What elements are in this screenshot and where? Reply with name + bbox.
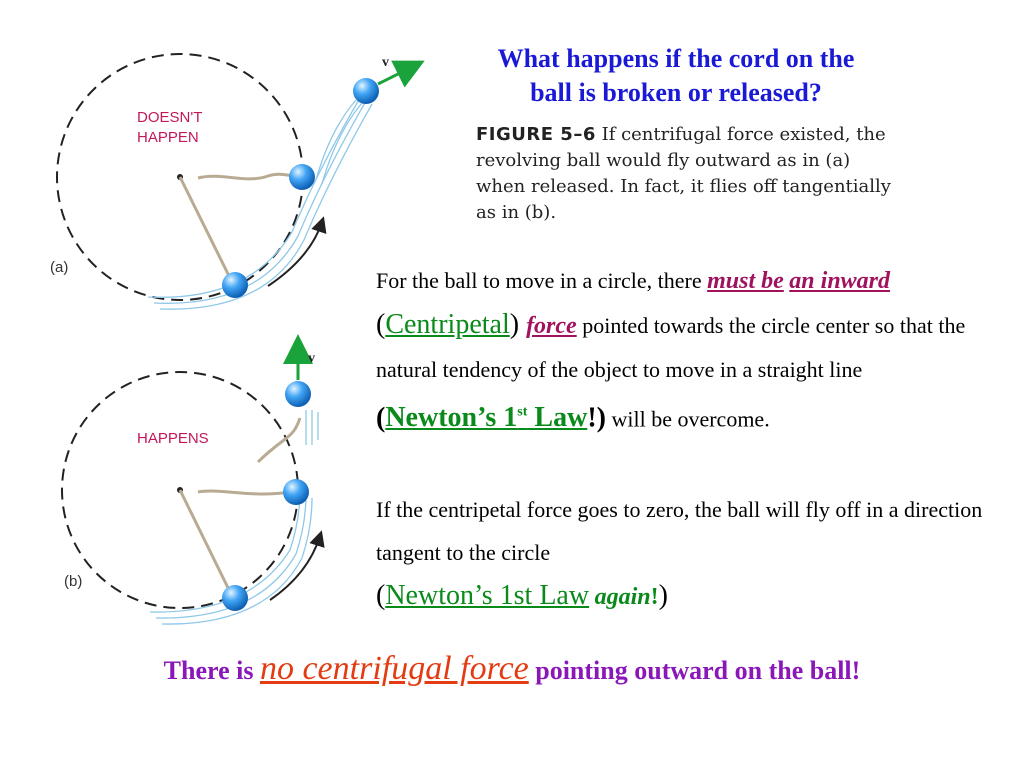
para1-text-1: For the ball to move in a circle, there xyxy=(376,268,708,293)
part-a-label: (a) xyxy=(50,259,68,276)
newton-first-law-2: Newton’s 1st Law xyxy=(385,580,590,611)
paren-close: ) xyxy=(509,309,527,340)
question-line-2: ball is broken or released? xyxy=(530,78,822,107)
zero-force-explanation: If the centripetal force goes to zero, t… xyxy=(376,488,996,619)
velocity-label-a: v⃗ xyxy=(382,55,400,70)
motion-lines-a xyxy=(147,97,373,310)
bottom-text-2: pointing outward on the ball! xyxy=(528,656,861,685)
ball-b-bottom xyxy=(222,585,248,611)
again-bang: ! xyxy=(650,584,659,610)
caption-text: If centrifugal force existed, the revolv… xyxy=(476,124,891,223)
no-centrifugal-emphasis: no centrifugal force xyxy=(259,650,529,687)
released-cord-b-2 xyxy=(256,417,302,464)
para2-close-paren: ) xyxy=(658,580,668,611)
released-cord-a xyxy=(197,172,297,181)
cord-a xyxy=(178,176,234,283)
centripetal-term: Centripetal xyxy=(385,309,510,340)
an-inward-emphasis: an inward xyxy=(789,268,891,294)
figure-number: FIGURE 5–6 xyxy=(476,124,596,145)
figure-caption: FIGURE 5–6 If centrifugal force existed,… xyxy=(476,122,896,226)
motion-lines-b xyxy=(149,410,319,625)
diagram-b: v⃗ HAPPENS (b) xyxy=(61,334,326,625)
para2-open-paren: ( xyxy=(376,580,386,611)
part-b-label: (b) xyxy=(64,573,82,590)
doesnt-happen-label-2: HAPPEN xyxy=(137,129,199,146)
para1-text-3: will be overcome. xyxy=(605,406,770,432)
ball-b-middle xyxy=(283,479,309,505)
again-emphasis: again xyxy=(594,584,651,610)
bottom-statement: There is no centrifugal force pointing o… xyxy=(0,650,1024,688)
para1-text-2: pointed towards the circle center so tha… xyxy=(376,313,966,382)
rotation-arrow-a xyxy=(267,216,327,287)
released-cord-b-1 xyxy=(197,489,291,496)
velocity-label-b: v⃗ xyxy=(308,351,326,366)
must-be-emphasis: must be xyxy=(707,268,784,294)
question-heading: What happens if the cord on the ball is … xyxy=(430,42,922,110)
newton-text: Newton’s 1 xyxy=(385,402,518,434)
diagram-a: v⃗ DOESN'T HAPPEN (a) xyxy=(50,53,425,310)
ball-a-flyaway xyxy=(353,78,379,104)
bottom-text-1: There is xyxy=(163,656,260,685)
ball-a-bottom xyxy=(222,272,248,298)
cord-b xyxy=(178,489,234,597)
para2-text-1: If the centripetal force goes to zero, t… xyxy=(376,497,983,565)
law-text: Law xyxy=(527,402,588,434)
centripetal-explanation: For the ball to move in a circle, there … xyxy=(376,258,996,440)
ball-b-tangent xyxy=(285,381,311,407)
rotation-arrow-b xyxy=(269,530,325,601)
newton-sup: st xyxy=(517,405,528,420)
happens-label: HAPPENS xyxy=(137,430,209,447)
doesnt-happen-label-1: DOESN'T xyxy=(137,109,202,126)
ball-a-middle xyxy=(289,164,315,190)
newton-first-law: Newton’s 1st Law xyxy=(385,402,587,433)
newton-close: !) xyxy=(587,402,606,434)
velocity-arrow-a xyxy=(377,60,425,88)
paren-open: ( xyxy=(376,309,386,340)
newton-open-paren: ( xyxy=(376,402,386,434)
force-emphasis: force xyxy=(526,313,577,339)
question-line-1: What happens if the cord on the xyxy=(497,44,855,73)
